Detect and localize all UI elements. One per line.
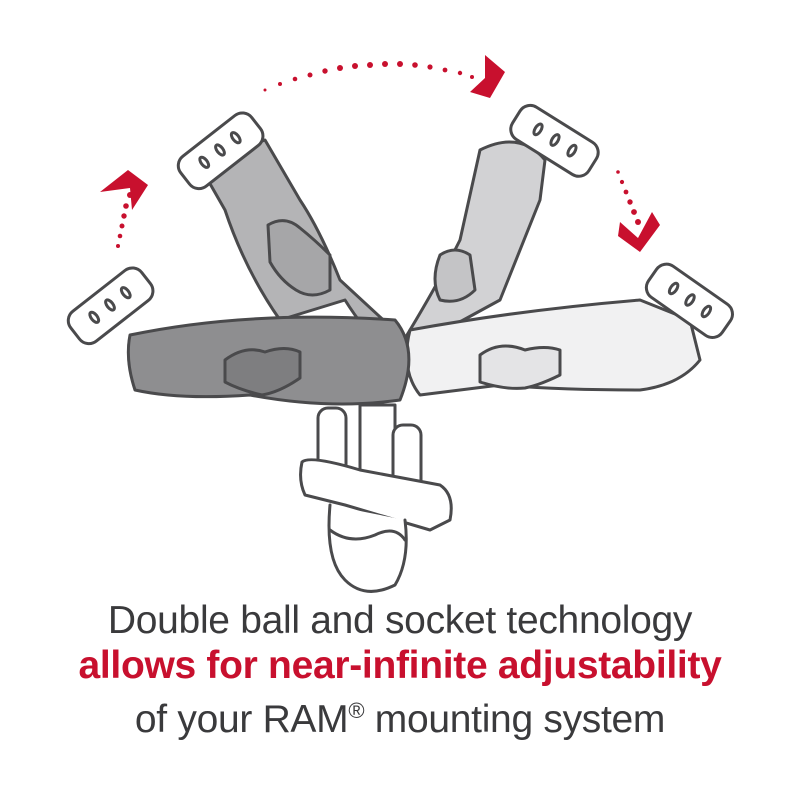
caption-line-1: Double ball and socket technology	[107, 599, 693, 642]
caption: Double ball and socket technology allows…	[0, 598, 800, 742]
caption-line-3: of your RAM® mounting system	[0, 688, 800, 742]
caption-line-3-post: mounting system	[364, 698, 666, 741]
registered-mark: ®	[348, 698, 365, 723]
caption-line-2-highlight: allows for near-infinite adjustability	[78, 644, 722, 687]
up-arrow-left-icon	[100, 170, 148, 248]
arm-upper-right	[393, 103, 600, 357]
down-arrow-right-icon	[616, 170, 660, 252]
arm-right	[405, 262, 734, 397]
motion-arrows	[100, 55, 660, 252]
u-bolt-base	[299, 403, 453, 593]
arc-arrow-top-icon	[263, 55, 505, 98]
caption-line-3-pre: of your RAM	[134, 698, 349, 741]
arm-left	[66, 266, 411, 406]
arm-upper-left	[176, 111, 407, 357]
